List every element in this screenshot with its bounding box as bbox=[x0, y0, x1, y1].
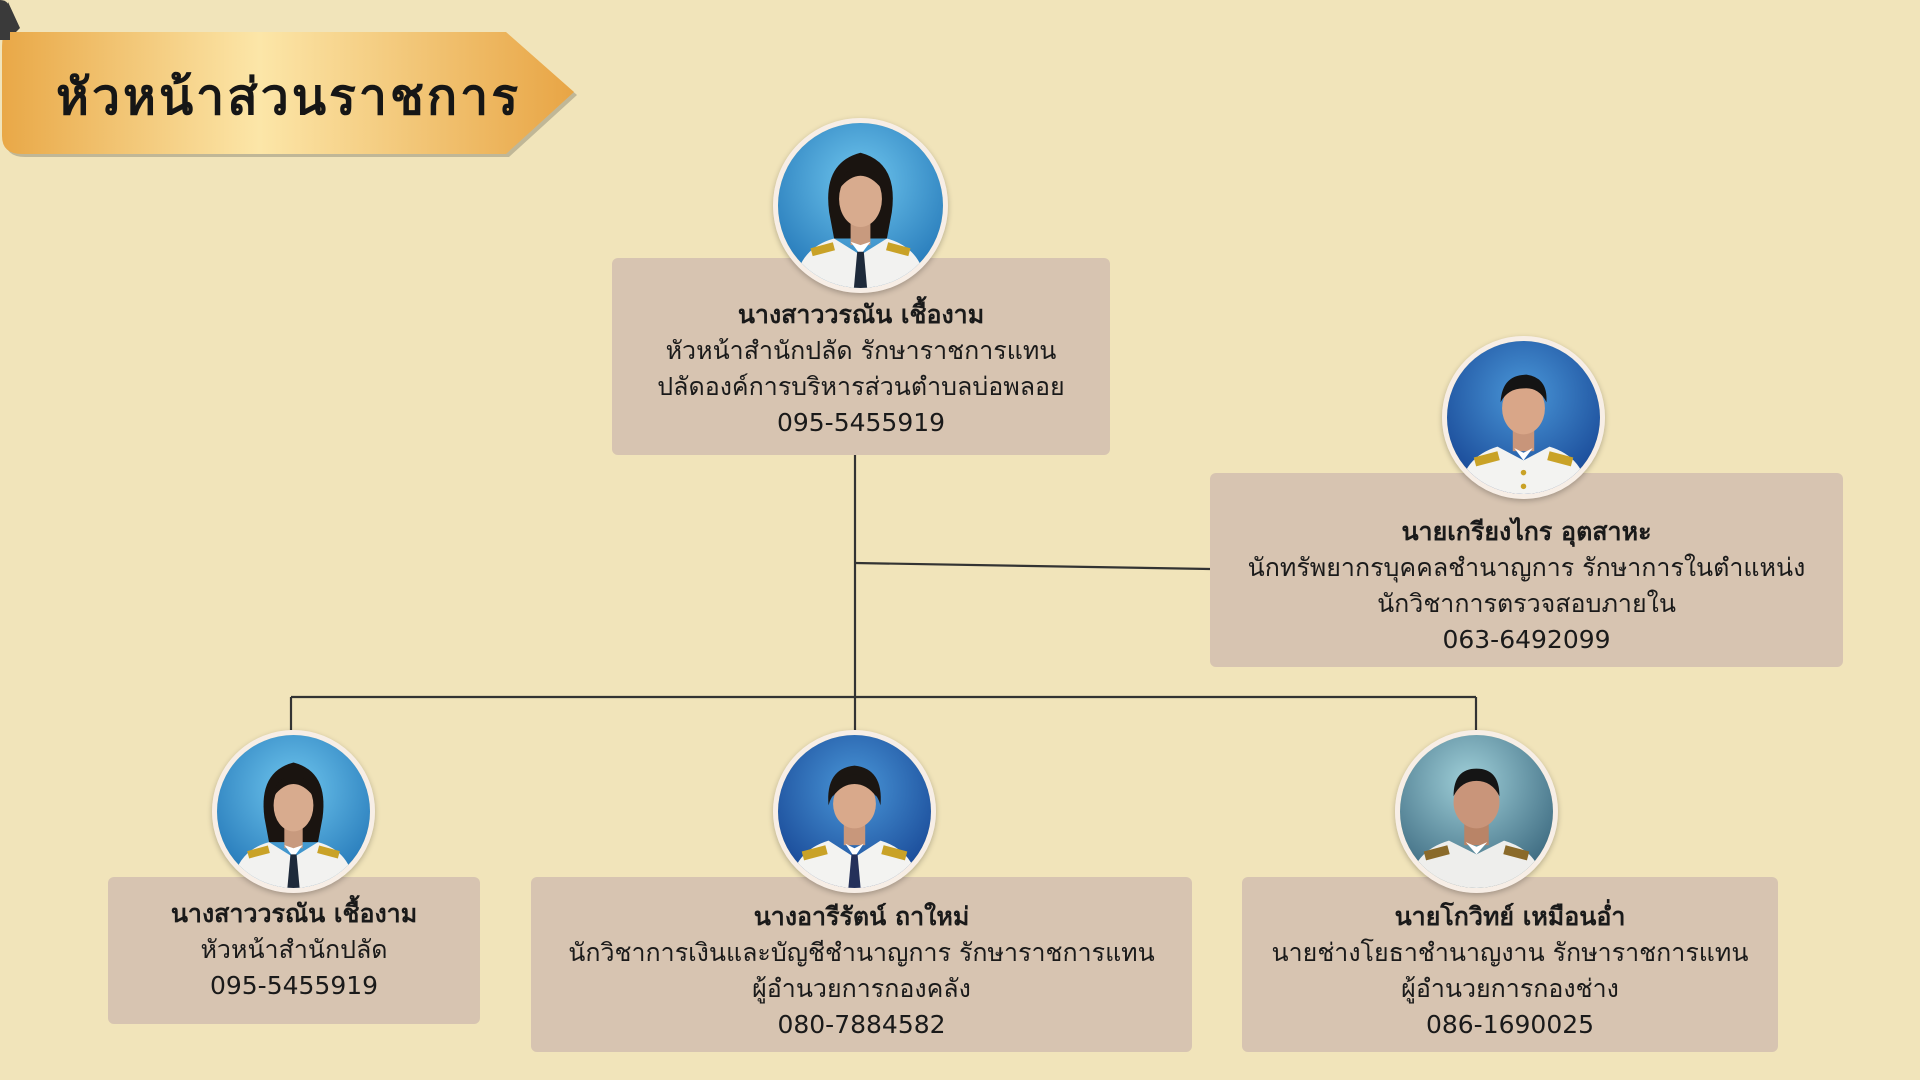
card-center: นางอารีรัตน์ ถาใหม่ นักวิชาการเงินและบัญ… bbox=[531, 877, 1192, 1052]
person-name: นางอารีรัตน์ ถาใหม่ bbox=[753, 902, 970, 931]
position-line-1: นักวิชาการเงินและบัญชีชำนาญการ รักษาราชก… bbox=[568, 938, 1155, 967]
card-right: นายโกวิทย์ เหมือนอ่ำ นายช่างโยธาชำนาญงาน… bbox=[1242, 877, 1778, 1052]
position-line-2: นักวิชาการตรวจสอบภายใน bbox=[1377, 589, 1676, 618]
position-line-1: นักทรัพยากรบุคคลชำนาญการ รักษาการในตำแหน… bbox=[1247, 553, 1806, 582]
portrait-woman-icon bbox=[773, 730, 936, 893]
phone-number: 095-5455919 bbox=[776, 408, 946, 437]
phone-number: 080-7884582 bbox=[777, 1010, 946, 1039]
card-side: นายเกรียงไกร อุตสาหะ นักทรัพยากรบุคคลชำน… bbox=[1210, 473, 1843, 667]
card-left: นางสาววรณัน เชื้องาม หัวหน้าสำนักปลัด 09… bbox=[108, 877, 480, 1024]
portrait-man-icon bbox=[1442, 336, 1605, 499]
title-banner: หัวหน้าส่วนราชการ bbox=[0, 0, 585, 160]
phone-number: 086-1690025 bbox=[1425, 1010, 1595, 1039]
person-name: นางสาววรณัน เชื้องาม bbox=[170, 899, 418, 928]
position-line-1: หัวหน้าสำนักปลัด รักษาราชการแทน bbox=[665, 336, 1057, 365]
phone-number: 063-6492099 bbox=[1442, 625, 1611, 654]
position-line-2: ปลัดองค์การบริหารส่วนตำบลบ่อพลอย bbox=[657, 372, 1065, 401]
ribbon-shape bbox=[0, 0, 577, 157]
page-title: หัวหน้าส่วนราชการ bbox=[56, 68, 522, 126]
phone-number: 095-5455919 bbox=[209, 971, 379, 1000]
position-line-1: นายช่างโยธาชำนาญงาน รักษาราชการแทน bbox=[1271, 938, 1749, 967]
portrait-woman-icon bbox=[212, 730, 375, 893]
position-line-2: ผู้อำนวยการกองคลัง bbox=[752, 974, 971, 1003]
portrait-man-icon bbox=[1395, 730, 1558, 893]
person-name: นางสาววรณัน เชื้องาม bbox=[737, 300, 985, 329]
connector-to-side bbox=[854, 561, 1211, 571]
portrait-woman-icon bbox=[773, 118, 948, 293]
position-line-2: ผู้อำนวยการกองช่าง bbox=[1401, 974, 1619, 1003]
person-name: นายโกวิทย์ เหมือนอ่ำ bbox=[1394, 902, 1626, 931]
position-line-1: หัวหน้าสำนักปลัด bbox=[200, 935, 388, 964]
person-name: นายเกรียงไกร อุตสาหะ bbox=[1401, 517, 1652, 546]
